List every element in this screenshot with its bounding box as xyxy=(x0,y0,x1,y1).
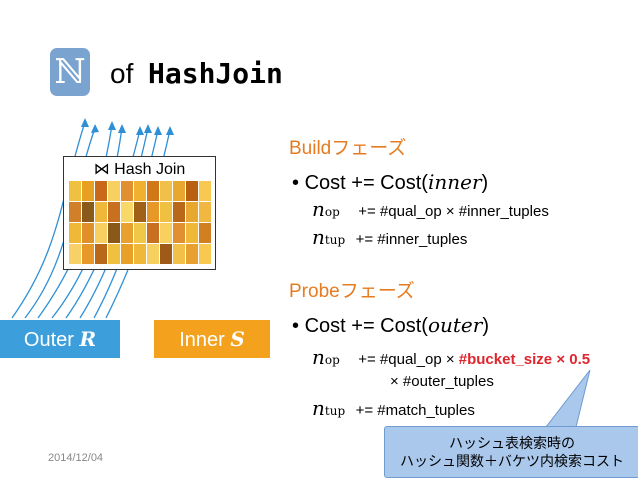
probe-cost-prefix: Cost += Cost( xyxy=(304,315,428,337)
build-heading: Buildフェーズ xyxy=(289,138,407,159)
slide-date: 2014/12/04 xyxy=(48,452,104,464)
probe-heading: Probeフェーズ xyxy=(289,281,415,302)
probe-op-equation-a: += #qual_op × xyxy=(358,351,459,368)
hash-join-label: ⋈ Hash Join xyxy=(93,161,186,178)
inner-symbol: S xyxy=(230,327,245,351)
outer-symbol: R xyxy=(79,327,97,351)
outer-label: Outer xyxy=(23,329,74,351)
build-tup-equation: += #inner_tuples xyxy=(355,231,468,248)
callout-line2: ハッシュ関数＋バケツ内検索コスト xyxy=(400,453,624,469)
probe-cost-suffix: ) xyxy=(482,315,489,337)
n-tup-symbol: ntup xyxy=(312,225,346,249)
bullet: • xyxy=(292,315,300,337)
n-symbol-badge: ℕ xyxy=(50,48,90,96)
probe-tup-equation: += #match_tuples xyxy=(355,402,475,419)
hash-table-grid xyxy=(69,181,211,264)
build-cost-arg: inner xyxy=(427,170,482,194)
probe-cost-line: • Cost += Cost(outer) xyxy=(292,313,489,338)
probe-cost-arg: outer xyxy=(427,313,483,337)
outer-relation-box: Outer R xyxy=(0,320,120,358)
build-ntup-line: ntup += #inner_tuples xyxy=(312,225,467,249)
n-op-symbol: nop xyxy=(312,345,340,369)
n-tup-symbol: ntup xyxy=(312,396,346,420)
callout-line1: ハッシュ表検索時の xyxy=(449,435,575,451)
inner-label: Inner xyxy=(179,329,225,351)
inner-relation-box: Inner S xyxy=(154,320,270,358)
title-of: of xyxy=(110,58,134,89)
probe-nop-line: nop += #qual_op × #bucket_size × 0.5 xyxy=(312,345,590,369)
bullet: • xyxy=(292,172,300,194)
probe-op-equation-red: #bucket_size × 0.5 xyxy=(458,351,591,368)
probe-ntup-line: ntup += #match_tuples xyxy=(312,396,475,420)
build-cost-line: • Cost += Cost(inner) xyxy=(292,170,488,195)
hash-join-node: ⋈ Hash Join xyxy=(63,156,216,270)
build-nop-line: nop += #qual_op × #inner_tuples xyxy=(312,197,549,221)
build-cost-suffix: ) xyxy=(481,172,489,194)
page-title: HashJoin xyxy=(148,57,283,90)
build-op-equation: += #qual_op × #inner_tuples xyxy=(358,203,549,220)
build-cost-prefix: Cost += Cost( xyxy=(304,172,428,194)
probe-op-equation-b: × #outer_tuples xyxy=(390,373,494,390)
n-op-symbol: nop xyxy=(312,197,340,221)
arrow-curve xyxy=(11,121,86,319)
cost-callout: ハッシュ表検索時の ハッシュ関数＋バケツ内検索コスト xyxy=(384,426,638,478)
